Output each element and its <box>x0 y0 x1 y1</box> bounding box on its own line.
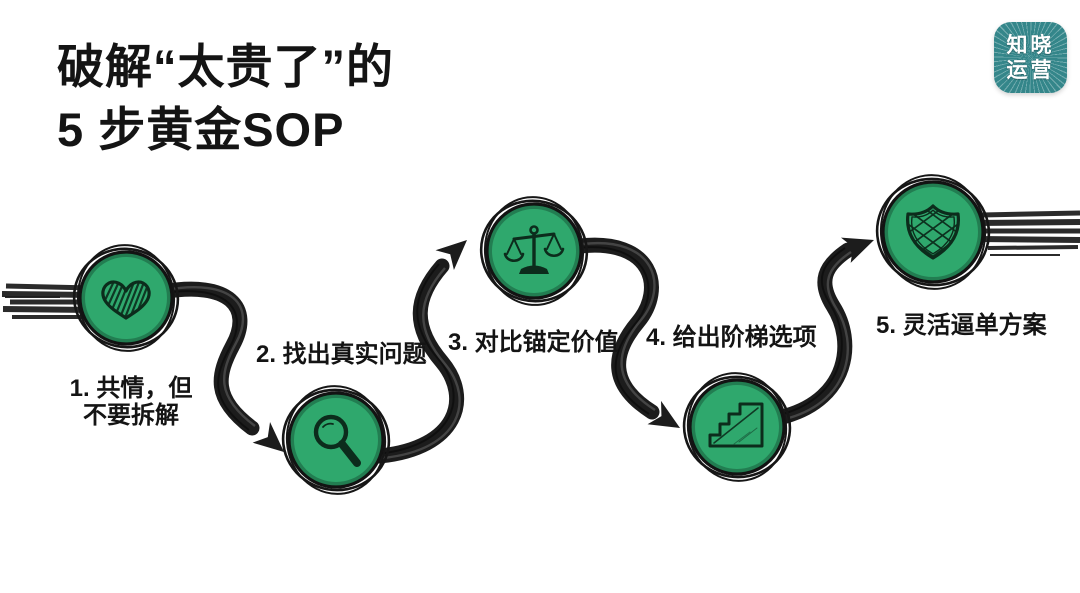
step-label-4-line-1: 4. 给出阶梯选项 <box>646 324 817 351</box>
arrowhead-icon <box>435 240 467 270</box>
step-circle-5 <box>875 174 991 290</box>
step-label-1-line-2: 不要拆解 <box>83 402 179 429</box>
step-circle-3 <box>479 196 589 306</box>
step-circle-4 <box>682 372 792 482</box>
step-circle-2 <box>281 385 391 495</box>
step-circle-1 <box>72 244 180 352</box>
brand-logo-text-2: 运营 <box>1006 58 1055 82</box>
step-label-5: 5. 灵活逼单方案 <box>876 312 1047 339</box>
page-title-line-1: 破解“太贵了”的 <box>57 40 394 93</box>
arrowhead-icon <box>647 400 680 428</box>
flow-path-segment-1 <box>154 281 284 452</box>
step-label-5-line-1: 5. 灵活逼单方案 <box>876 312 1047 339</box>
step-label-2: 2. 找出真实问题 <box>256 341 427 368</box>
page-title-line-2: 5 步黄金SOP <box>57 102 345 156</box>
step-label-1-line-1: 1. 共情，但 <box>69 375 193 402</box>
flow-path-segment-4 <box>778 237 874 424</box>
magnifier-icon <box>313 414 361 467</box>
step-label-1: 1. 共情，但 不要拆解 <box>56 375 206 429</box>
arrowhead-icon <box>840 237 874 263</box>
exit-stroke <box>975 210 1080 256</box>
balance-scale-icon <box>503 225 565 274</box>
flow-path-segment-2 <box>372 240 467 464</box>
flow-path-segment-3 <box>572 237 680 428</box>
step-label-3-line-1: 3. 对比锚定价值 <box>448 329 619 356</box>
page-title: 破解“太贵了”的 5 步黄金SOP <box>57 36 394 161</box>
stairs-icon <box>708 402 764 448</box>
step-label-2-line-1: 2. 找出真实问题 <box>256 341 427 368</box>
step-label-4: 4. 给出阶梯选项 <box>646 324 817 351</box>
brand-logo: 知晓 运营 <box>994 22 1067 93</box>
brand-logo-text-1: 知晓 <box>1006 33 1055 57</box>
arrowhead-icon <box>252 421 284 452</box>
step-label-3: 3. 对比锚定价值 <box>448 329 619 356</box>
